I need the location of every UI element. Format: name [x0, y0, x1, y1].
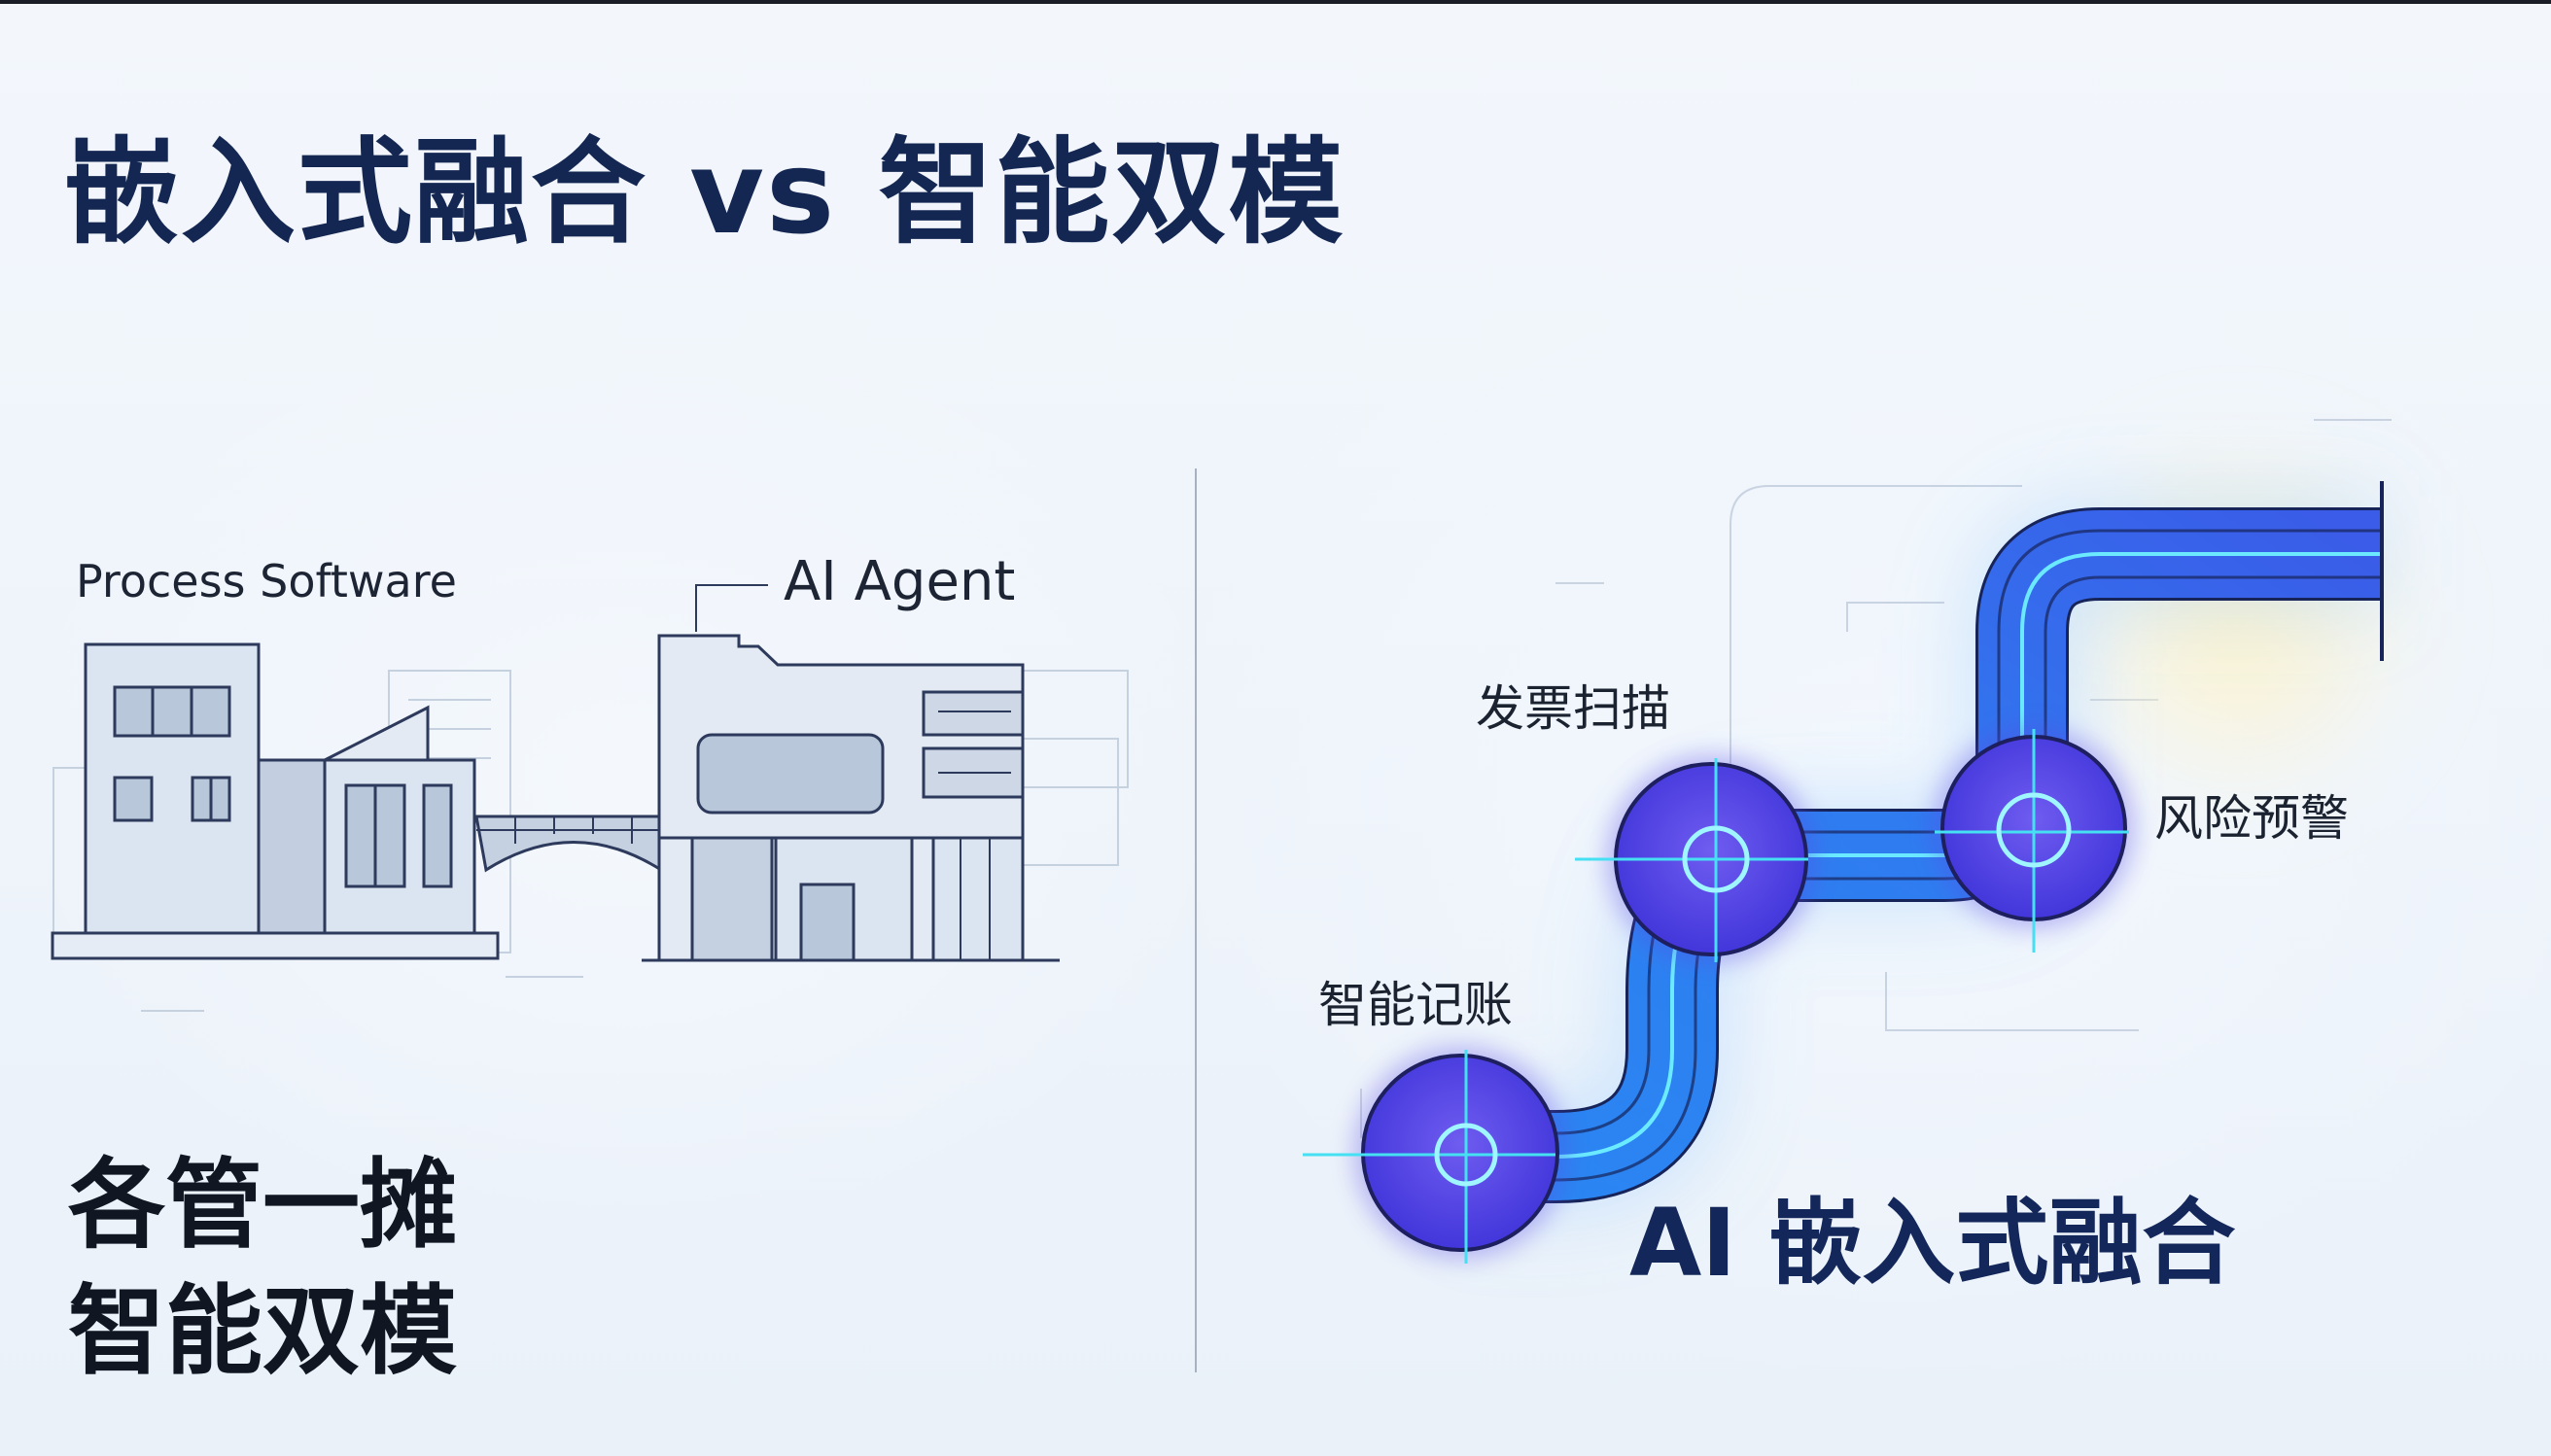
left-caption-line1: 各管一摊: [68, 1148, 457, 1262]
node-invoice-label: 发票扫描: [1476, 680, 1670, 737]
agent-building-sketch-icon: [642, 584, 1060, 962]
window-top-bar: [0, 0, 2551, 4]
node-risk-icon: [1933, 727, 2135, 953]
pipe-network-icon: [1303, 419, 2430, 1264]
left-caption-line2: 智能双模: [68, 1274, 457, 1388]
process-software-label: Process Software: [76, 555, 457, 607]
bridge-icon: [474, 815, 663, 873]
node-ledger-label: 智能记账: [1318, 977, 1513, 1033]
node-ledger-icon: [1303, 1046, 1567, 1264]
building-sketch-icon: [51, 642, 500, 960]
node-risk-label: 风险预警: [2154, 790, 2349, 847]
ai-agent-label: AI Agent: [784, 550, 1016, 613]
panel-divider: [1195, 468, 1197, 1372]
page-title: 嵌入式融合 vs 智能双模: [64, 125, 1345, 260]
node-invoice-icon: [1575, 754, 1816, 964]
right-caption: AI 嵌入式融合: [1629, 1189, 2236, 1298]
